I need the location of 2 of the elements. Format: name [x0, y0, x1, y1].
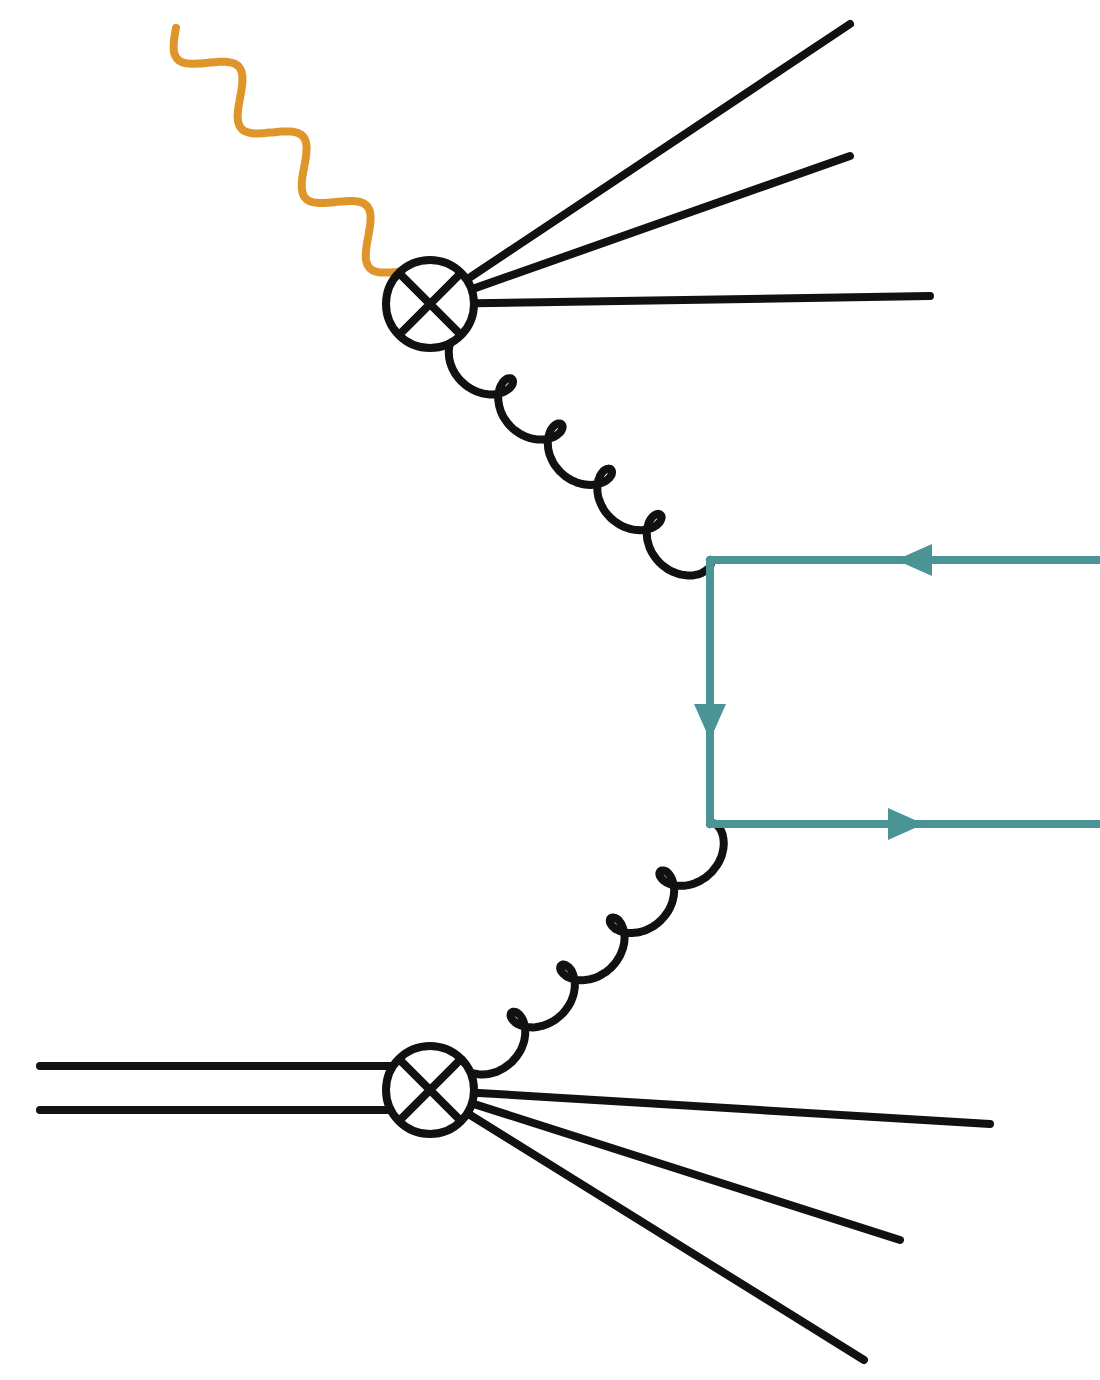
- crossed-circle-vertex: [382, 256, 478, 352]
- crossed-circle-vertex: [382, 1042, 478, 1138]
